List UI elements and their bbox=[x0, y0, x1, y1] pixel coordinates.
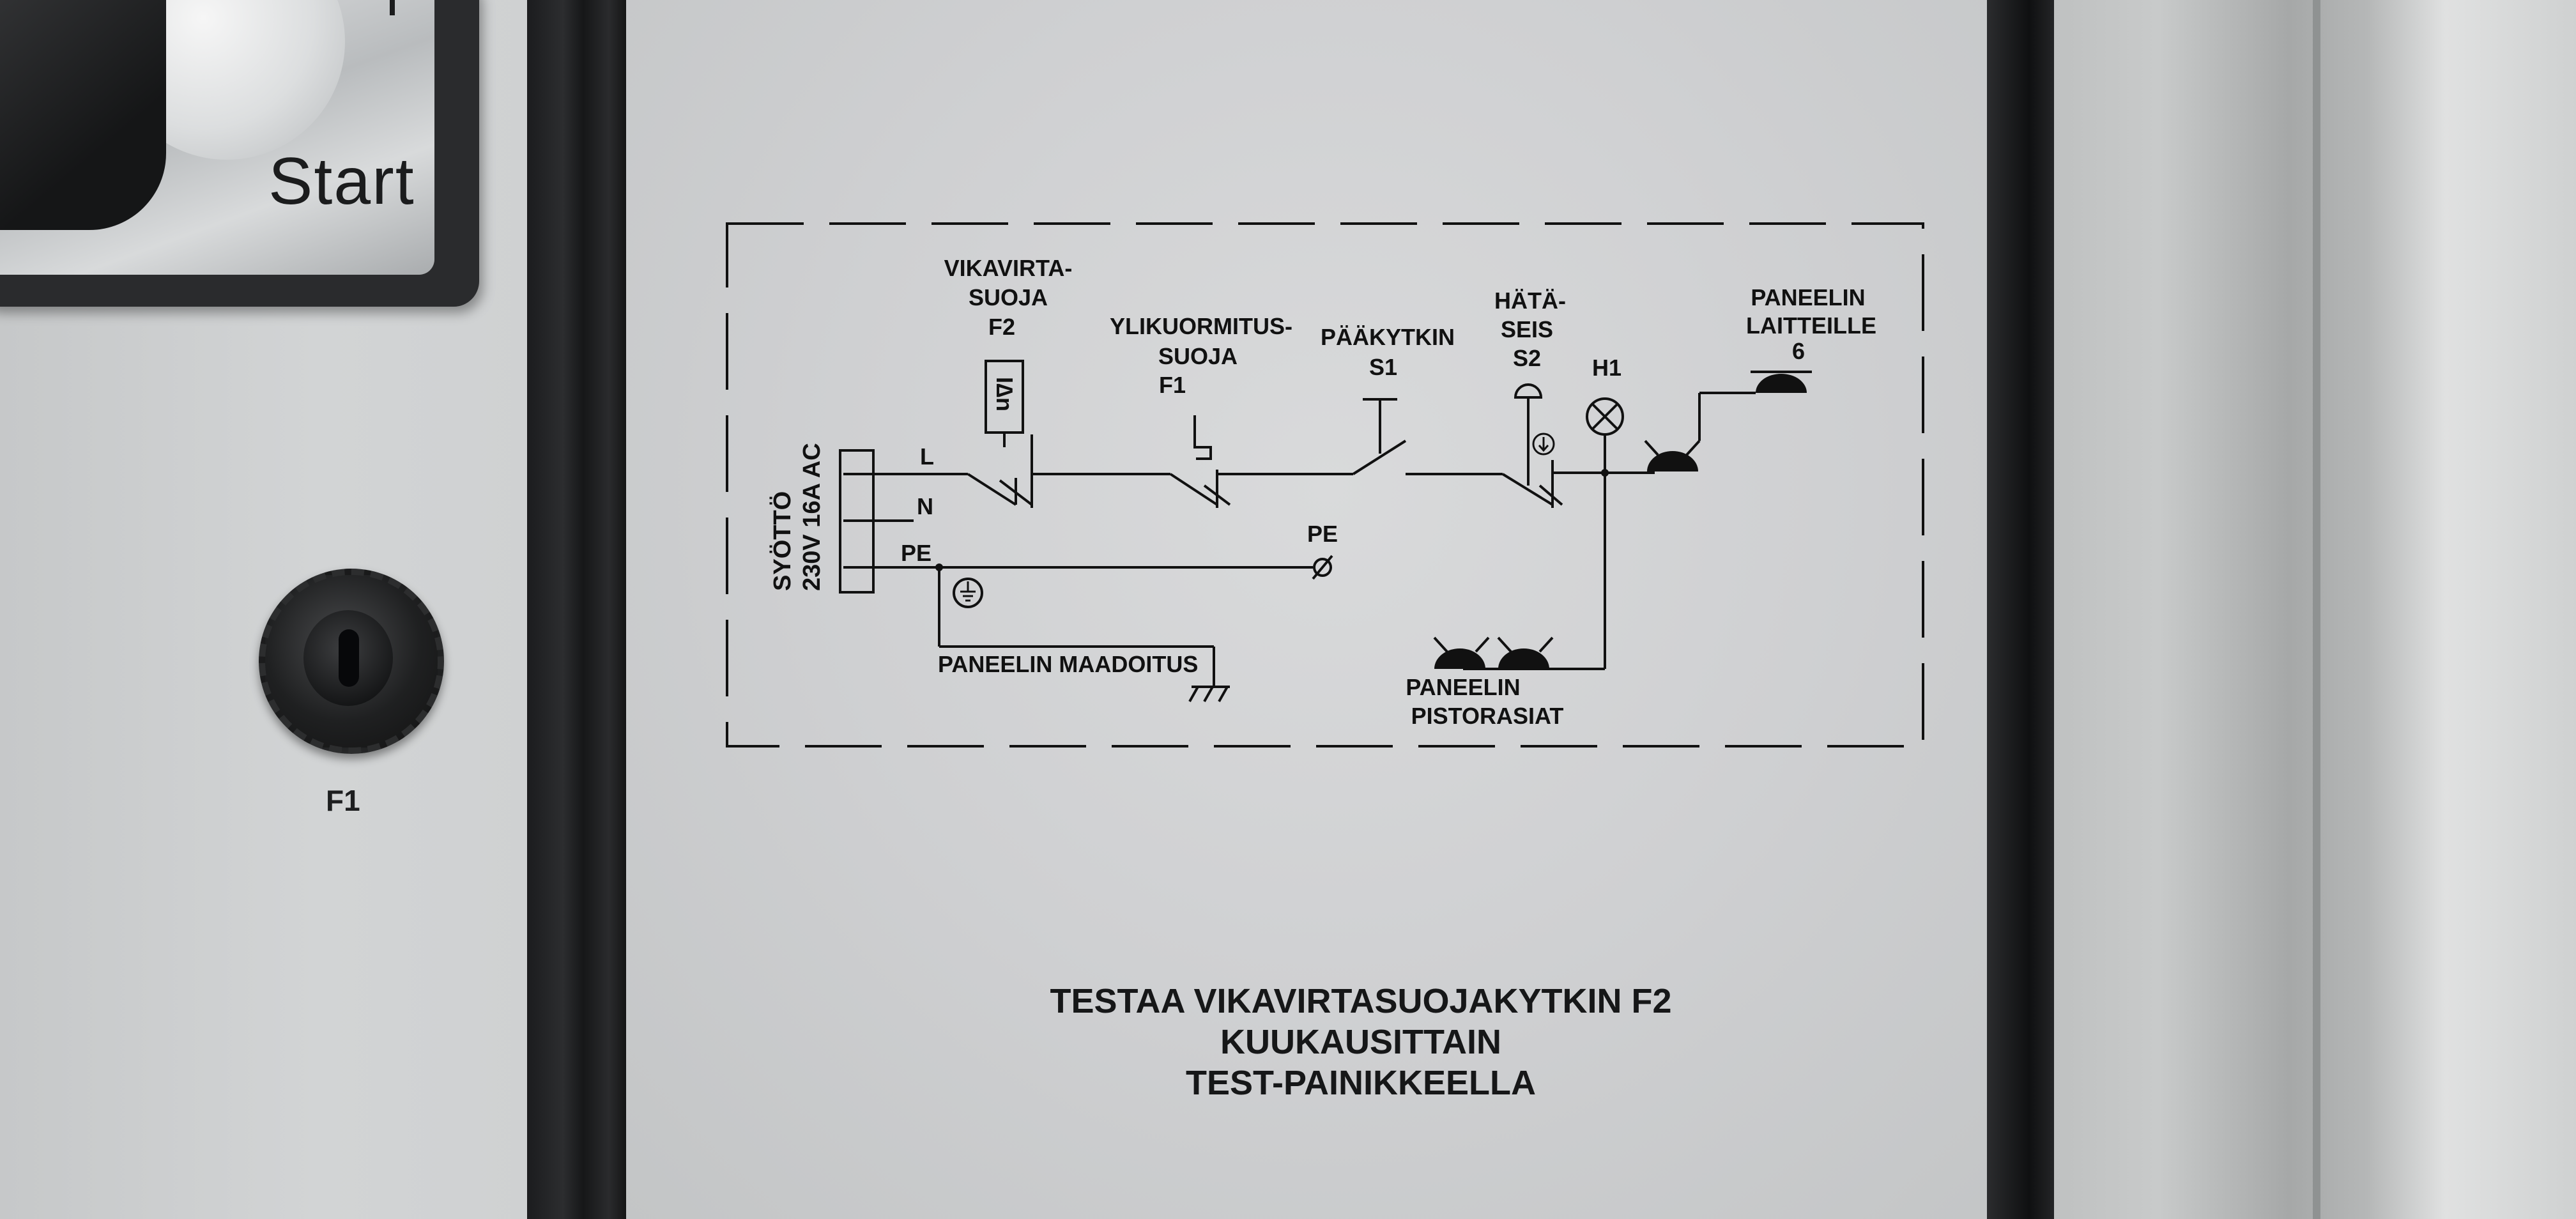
panel-ground-label: PANEELIN MAADOITUS bbox=[938, 651, 1198, 677]
door-gasket-right bbox=[1987, 0, 2057, 1219]
overload-contact-1 bbox=[1169, 473, 1218, 506]
pe-terminal-slash bbox=[1312, 555, 1333, 580]
main-switch-label-line1: PÄÄKYTKIN bbox=[1321, 324, 1455, 350]
rcd-label-line2: SUOJA bbox=[969, 284, 1048, 310]
estop-contact-1 bbox=[1501, 473, 1554, 506]
switch-plate: Start bbox=[0, 0, 434, 275]
socket-2-pin-a bbox=[1433, 636, 1448, 653]
rcd-contact-1 bbox=[967, 473, 1017, 506]
rotary-switch-knob[interactable] bbox=[0, 0, 166, 230]
supply-label-line2: 230V 16A AC bbox=[799, 443, 825, 591]
terminal-pe-label: PE bbox=[901, 540, 931, 566]
devices-label-line3: 6 bbox=[1792, 338, 1805, 364]
socket-icon-2 bbox=[1434, 648, 1485, 669]
devices-socket-icon bbox=[1756, 374, 1807, 393]
rcd-symbol: I∆n bbox=[992, 377, 1018, 411]
pe-terminal-icon bbox=[1313, 558, 1332, 577]
sockets-label-line2: PISTORASIAT bbox=[1411, 703, 1564, 729]
socket-icon-1 bbox=[1647, 451, 1698, 471]
door-gasket-left bbox=[527, 0, 629, 1219]
overload-label-line2: SUOJA bbox=[1158, 343, 1238, 369]
estop-mushroom-icon bbox=[1514, 383, 1543, 399]
earth-symbol-icon bbox=[953, 578, 983, 608]
chassis-ground-tick-2 bbox=[1203, 686, 1214, 702]
socket-1-pin-a bbox=[1644, 440, 1659, 456]
panel-edge bbox=[2313, 0, 2320, 1219]
overload-thermal-symbol bbox=[1193, 415, 1212, 460]
estop-label-line1: HÄTÄ- bbox=[1494, 288, 1566, 314]
chassis-ground-tick-1 bbox=[1188, 686, 1199, 702]
instruction-text: TESTAA VIKAVIRTASUOJAKYTKIN F2 KUUKAUSIT… bbox=[977, 981, 1744, 1103]
estop-contact-2 bbox=[1538, 484, 1563, 506]
terminal-l-label: L bbox=[920, 443, 934, 470]
sockets-label-line1: PANEELIN bbox=[1406, 674, 1520, 700]
left-panel: Start F1 bbox=[0, 0, 530, 1219]
supply-label-line1: SYÖTTÖ bbox=[769, 491, 796, 591]
fuse-label: F1 bbox=[326, 784, 360, 817]
estop-label-line3: S2 bbox=[1513, 345, 1541, 371]
instruction-line1: TESTAA VIKAVIRTASUOJAKYTKIN F2 bbox=[1050, 982, 1672, 1020]
overload-contact-2 bbox=[1203, 484, 1231, 506]
socket-3-pin-a bbox=[1497, 636, 1512, 653]
overload-label-line3: F1 bbox=[1159, 372, 1186, 398]
switch-position-tick bbox=[390, 0, 395, 15]
estop-latch-icon bbox=[1532, 433, 1555, 456]
rcd-label-line1: VIKAVIRTA- bbox=[944, 255, 1073, 281]
socket-3-pin-b bbox=[1538, 636, 1554, 653]
chassis-ground-tick-3 bbox=[1218, 686, 1229, 702]
instruction-line2: KUUKAUSITTAIN bbox=[1220, 1023, 1501, 1061]
enclosure-border bbox=[726, 222, 1924, 747]
overload-label-line1: YLIKUORMITUS- bbox=[1110, 313, 1292, 339]
devices-label-line1: PANEELIN bbox=[1751, 284, 1865, 310]
instruction-plate bbox=[626, 0, 2032, 1219]
rcd-label-line3: F2 bbox=[988, 314, 1015, 340]
fuse-slot-icon bbox=[339, 629, 359, 687]
main-switch-blade bbox=[1352, 440, 1407, 475]
devices-label-line2: LAITTEILLE bbox=[1746, 312, 1876, 339]
lamp-icon bbox=[1586, 397, 1624, 436]
socket-1-pin-b bbox=[1685, 440, 1701, 456]
socket-2-pin-b bbox=[1475, 636, 1490, 653]
estop-latch-arrow bbox=[1538, 437, 1549, 452]
start-label: Start bbox=[268, 144, 415, 218]
terminal-n-label: N bbox=[917, 493, 933, 519]
lamp-x-2 bbox=[1591, 402, 1619, 431]
lamp-label: H1 bbox=[1592, 355, 1621, 381]
pe-label: PE bbox=[1307, 521, 1338, 547]
instruction-line3: TEST-PAINIKKEELLA bbox=[1185, 1064, 1536, 1102]
estop-label-line2: SEIS bbox=[1501, 316, 1553, 342]
main-switch-label-line2: S1 bbox=[1369, 354, 1397, 380]
socket-icon-3 bbox=[1498, 648, 1549, 669]
